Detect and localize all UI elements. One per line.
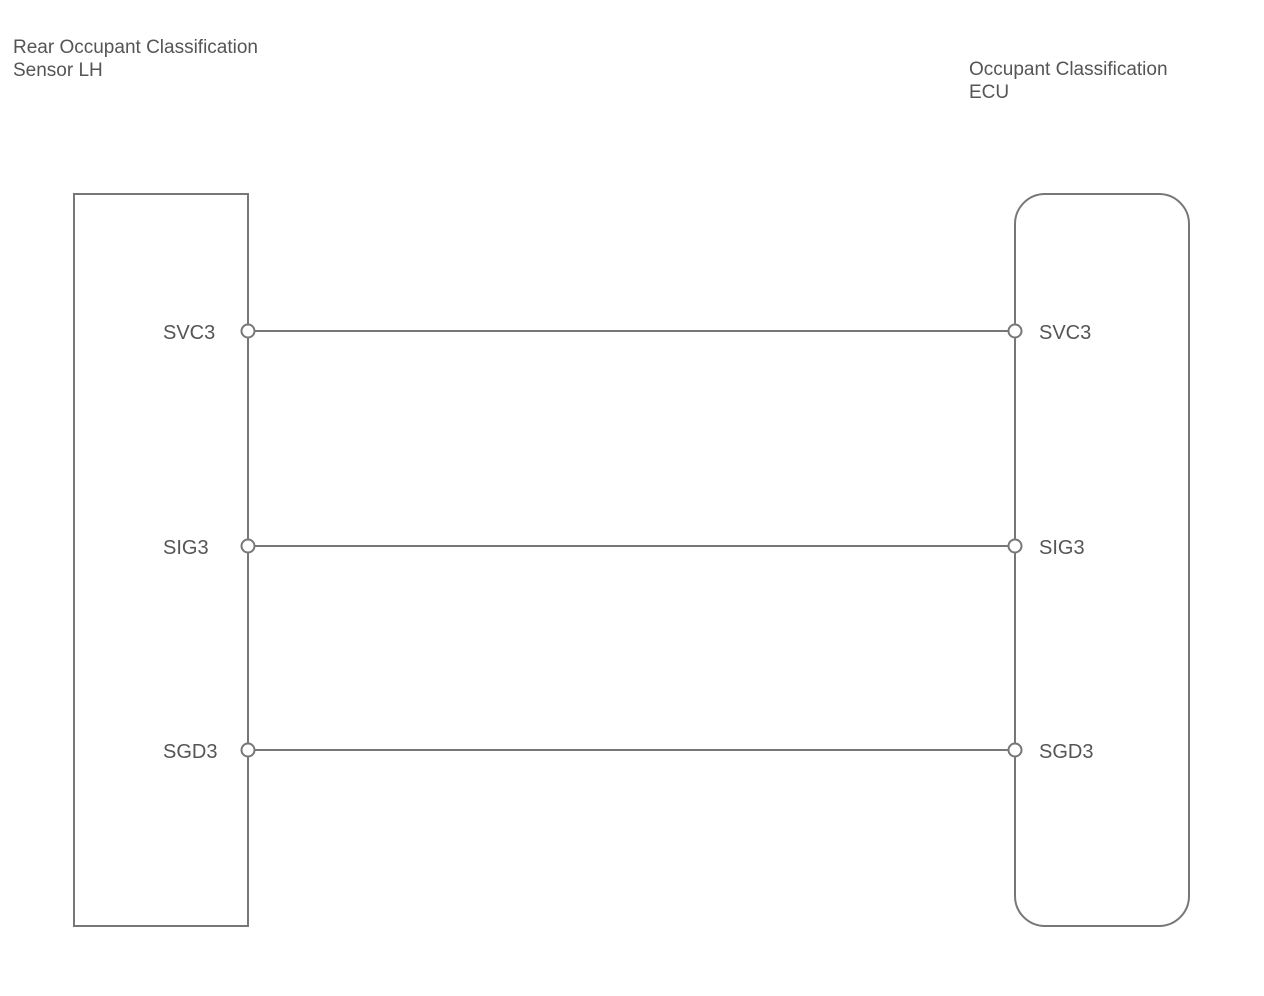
right-component-title: Occupant Classification ECU (969, 59, 1168, 103)
left-component-box (73, 193, 249, 927)
right-pin-label-3: SGD3 (1039, 741, 1093, 763)
left-terminal-1 (240, 323, 256, 339)
left-component-title: Rear Occupant Classification Sensor LH (13, 37, 258, 81)
left-pin-label-2: SIG3 (163, 537, 209, 559)
right-terminal-2 (1007, 538, 1023, 554)
left-pin-label-3: SGD3 (163, 741, 217, 763)
right-terminal-3 (1007, 742, 1023, 758)
right-component-box (1014, 193, 1190, 927)
right-pin-label-1: SVC3 (1039, 322, 1091, 344)
right-terminal-1 (1007, 323, 1023, 339)
left-terminal-3 (240, 742, 256, 758)
left-pin-label-1: SVC3 (163, 322, 215, 344)
right-pin-label-2: SIG3 (1039, 537, 1085, 559)
left-terminal-2 (240, 538, 256, 554)
